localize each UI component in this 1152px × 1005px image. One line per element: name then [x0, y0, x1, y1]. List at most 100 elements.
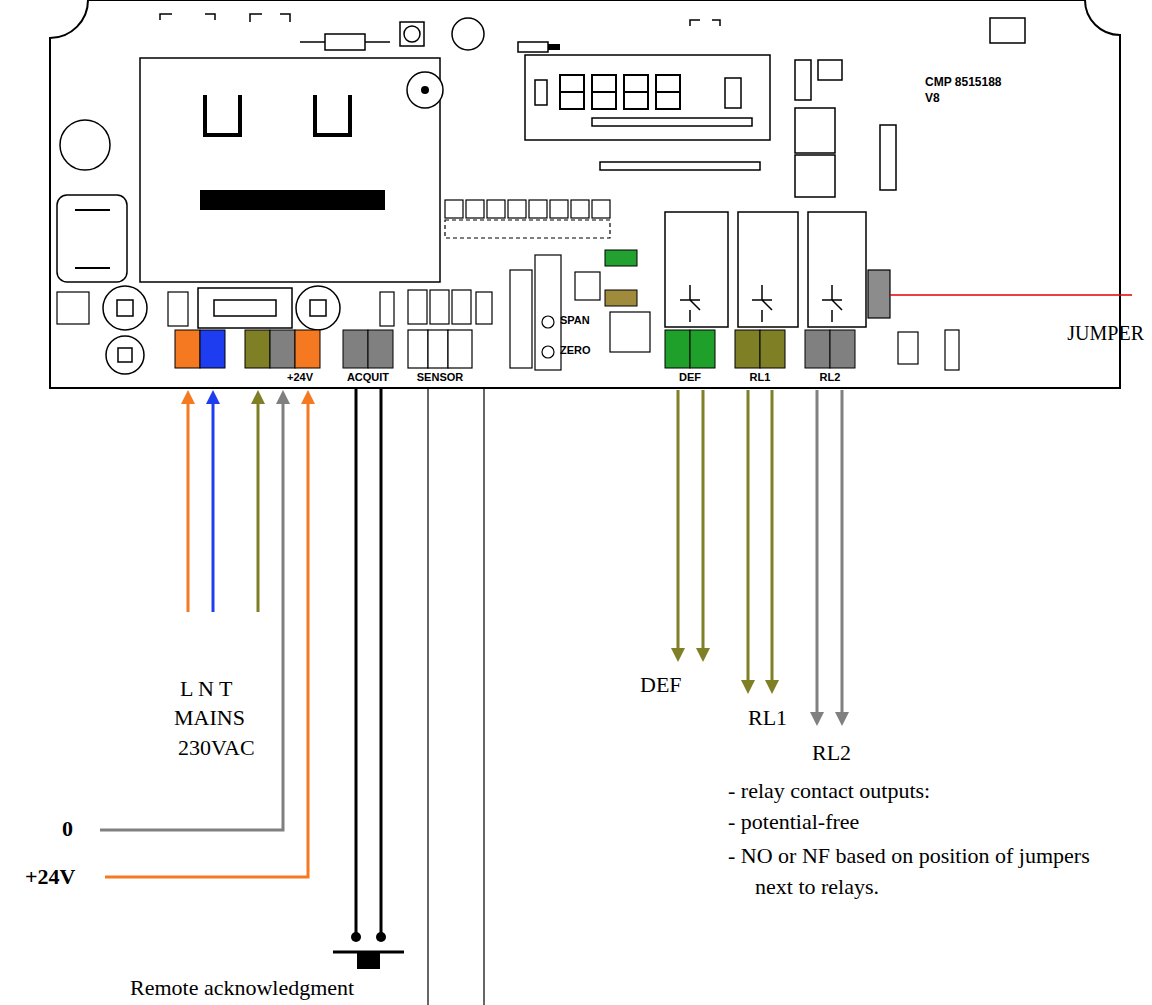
push-button-plunger — [357, 952, 380, 969]
arrowhead — [276, 390, 290, 404]
terminal — [408, 330, 428, 368]
component — [466, 200, 484, 218]
push-button — [400, 22, 424, 46]
arrowhead — [810, 712, 824, 726]
potentiometer-block — [535, 255, 561, 370]
component — [818, 60, 842, 80]
component — [430, 290, 449, 324]
fuse-holder-cap — [117, 300, 133, 316]
board-reference: CMP 8515188 — [925, 76, 1002, 90]
component — [476, 292, 492, 324]
fuse-holder — [106, 336, 144, 374]
seven-segment-digit — [656, 75, 680, 109]
terminal-blocks — [175, 330, 855, 368]
arrowhead — [741, 680, 755, 694]
component — [575, 272, 600, 300]
silkscreen-label: RL2 — [820, 371, 841, 384]
board-outline — [50, 0, 1120, 388]
signal-name: 0 — [62, 816, 73, 841]
seven-segment-digit — [560, 75, 584, 109]
note-line: - NO or NF based on position of jumpers … — [728, 840, 1100, 902]
fuse-body — [214, 300, 276, 316]
board-version: V8 — [925, 92, 940, 106]
resistor-symbol — [325, 34, 365, 50]
relays — [665, 212, 866, 327]
transformer — [140, 58, 440, 282]
terminal — [665, 330, 690, 368]
component — [725, 78, 741, 108]
leader-line — [890, 294, 1132, 296]
terminal — [245, 330, 270, 368]
capacitor — [60, 120, 110, 170]
silkscreen-label: +24V — [287, 371, 313, 384]
component-bracket — [160, 14, 215, 20]
terminal — [760, 330, 785, 368]
inductor-mark — [75, 267, 110, 269]
component — [529, 200, 547, 218]
component — [898, 332, 918, 364]
potentiometer — [542, 346, 554, 358]
arrowhead — [671, 648, 685, 662]
connector-strip — [600, 162, 760, 170]
note-line: - relay contact outputs: — [728, 778, 930, 803]
jumper — [868, 270, 890, 318]
wire-rl2 — [816, 390, 819, 714]
terminal — [735, 330, 760, 368]
component — [795, 60, 811, 100]
wire-def — [702, 390, 705, 650]
transformer-pin — [315, 95, 350, 135]
relay — [808, 212, 866, 327]
fuse-holder — [103, 286, 147, 330]
wire-live — [187, 400, 190, 612]
output-label: RL1 — [748, 705, 787, 730]
wire-acknowledge — [380, 388, 383, 935]
supply-voltage: 230VAC — [178, 735, 255, 760]
silkscreen-label: ZERO — [560, 344, 591, 357]
jumper-green — [605, 250, 637, 266]
inductor — [57, 195, 127, 282]
capacitor — [407, 72, 443, 108]
component — [452, 290, 471, 324]
diode-band — [548, 44, 560, 50]
component — [168, 292, 188, 326]
transformer-pin — [205, 95, 240, 135]
seven-segment-bar — [592, 91, 616, 93]
arrowhead — [206, 390, 220, 404]
component — [945, 330, 959, 370]
component-strip — [445, 220, 610, 238]
relay-contact-symbol — [822, 285, 842, 322]
potentiometer — [542, 316, 554, 328]
arrowhead — [835, 712, 849, 726]
relay — [665, 212, 728, 327]
fuse-holder — [296, 286, 340, 330]
connector-strip — [592, 118, 752, 126]
relay-contact-symbol — [680, 285, 700, 322]
diode-symbol — [518, 42, 548, 52]
contact-dot — [351, 932, 361, 942]
component-bracket — [690, 20, 720, 26]
seven-segment-bar — [656, 91, 680, 93]
terminal — [343, 330, 368, 368]
wire-rl1 — [771, 390, 774, 682]
output-label: RL2 — [812, 740, 851, 765]
component — [571, 200, 589, 218]
inductor-mark — [75, 209, 110, 211]
terminal — [805, 330, 830, 368]
component — [990, 18, 1025, 43]
capacitor-dot — [421, 86, 429, 94]
fuse-holder-cap — [118, 348, 132, 362]
seven-segment-digit — [624, 75, 648, 109]
wire-24v — [105, 400, 308, 877]
button-label: Remote acknowledgment — [130, 975, 354, 1000]
seven-segment-digit — [592, 75, 616, 109]
wire-rl2 — [841, 390, 844, 714]
component — [510, 270, 532, 368]
component — [487, 200, 505, 218]
terminal — [830, 330, 855, 368]
relay — [738, 212, 798, 327]
wire-neutral — [212, 400, 215, 612]
component — [610, 312, 650, 352]
note-line: - potential-free — [728, 809, 859, 834]
jumper-olive — [605, 290, 637, 306]
